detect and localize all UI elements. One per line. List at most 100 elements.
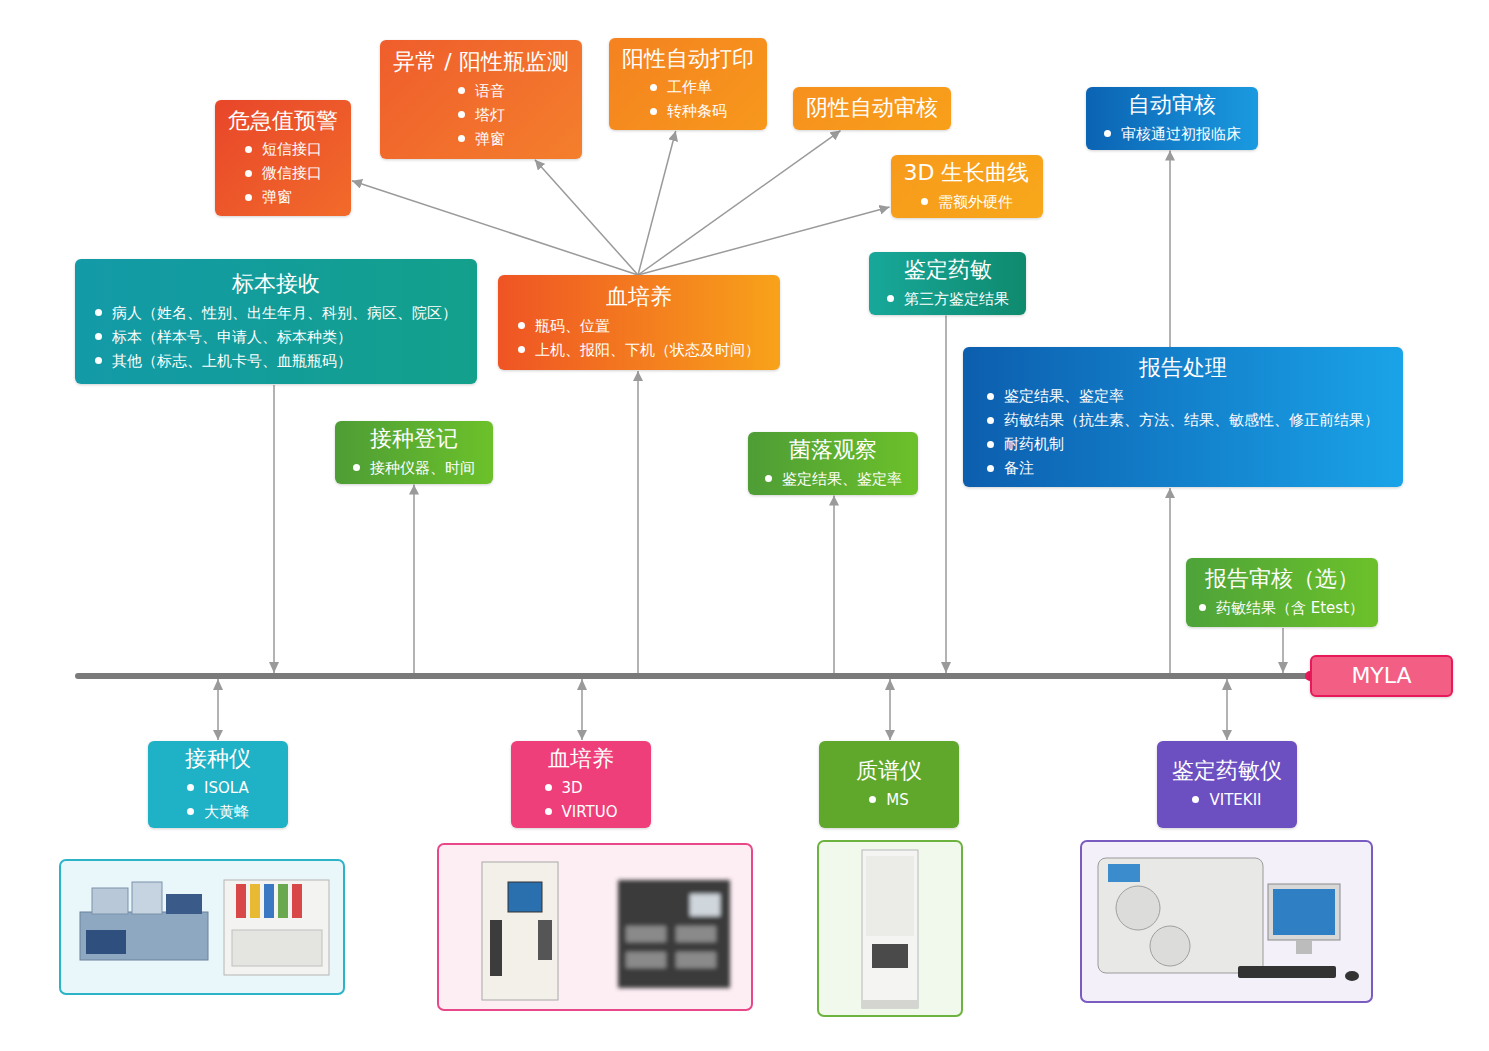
process-box: 报告审核（选）药敏结果（含 Etest） xyxy=(1186,558,1378,627)
culture-rack-body xyxy=(618,880,730,988)
text-group: 鉴定药敏仪VITEKII xyxy=(1172,757,1282,812)
bullet-dot xyxy=(353,464,360,471)
connector xyxy=(1169,151,1171,347)
bullet-dot xyxy=(987,465,994,472)
connector xyxy=(1283,628,1310,676)
bullet-dot xyxy=(765,475,772,482)
bullet-row: 备注 xyxy=(987,456,1034,480)
bullet-row: 弹窗 xyxy=(245,185,292,209)
monitor-stand xyxy=(1296,940,1312,954)
bullet-row: MS xyxy=(869,788,908,812)
box-title: 接种仪 xyxy=(185,745,251,774)
bullet-dot xyxy=(650,108,657,115)
bullet-text: 塔灯 xyxy=(475,103,505,127)
culture-cabinet xyxy=(482,862,558,1000)
bullet-dot xyxy=(545,784,552,791)
bullet-text: VITEKII xyxy=(1209,788,1261,812)
monitor xyxy=(1268,884,1340,940)
bullet-dot xyxy=(987,417,994,424)
box-title: 鉴定药敏 xyxy=(904,256,992,285)
bullet-dot xyxy=(1104,130,1111,137)
tube-rack xyxy=(292,884,302,918)
arrow-head xyxy=(941,662,951,673)
bullet-dot xyxy=(458,111,465,118)
bullet-text: 短信接口 xyxy=(262,137,322,161)
culture-drawer xyxy=(626,952,666,968)
box-title: 报告处理 xyxy=(1139,354,1227,383)
box-title: 异常 / 阳性瓶监测 xyxy=(393,48,568,77)
system-box: MYLA xyxy=(1310,655,1453,697)
bullet-text: 语音 xyxy=(475,79,505,103)
culture-screen xyxy=(508,882,542,912)
bullet-text: 其他（标志、上机卡号、血瓶瓶码） xyxy=(112,349,352,373)
picture-frame xyxy=(1081,841,1372,1002)
arrow-head xyxy=(213,679,223,690)
bullet-dot xyxy=(987,441,994,448)
bullet-dot xyxy=(458,87,465,94)
bullet-row: VIRTUO xyxy=(545,800,618,824)
culture-rack xyxy=(618,880,730,988)
text-group: 质谱仪MS xyxy=(856,757,922,812)
bullet-text: 转种条码 xyxy=(667,99,727,123)
process-box: 菌落观察鉴定结果、鉴定率 xyxy=(748,432,918,495)
process-box: 鉴定药敏第三方鉴定结果 xyxy=(869,252,1026,315)
ms-cabinet xyxy=(862,850,918,1008)
text-group: 危急值预警短信接口微信接口弹窗 xyxy=(228,107,338,210)
bullet-list: 病人（姓名、性别、出生年月、科别、病区、院区）标本（样本号、申请人、标本种类）其… xyxy=(95,301,457,373)
bullet-row: 3D xyxy=(545,776,583,800)
culture-drawer xyxy=(676,926,716,942)
text-group: 鉴定药敏第三方鉴定结果 xyxy=(887,256,1009,311)
bullet-row: 其他（标志、上机卡号、血瓶瓶码） xyxy=(95,349,352,373)
bullet-list: 3DVIRTUO xyxy=(545,776,618,824)
box-title: 标本接收 xyxy=(232,270,320,299)
inoculator-panel xyxy=(232,930,322,966)
bullet-text: 微信接口 xyxy=(262,161,322,185)
box-title: 鉴定药敏仪 xyxy=(1172,757,1282,786)
connector xyxy=(638,207,890,275)
bullet-dot xyxy=(545,808,552,815)
bullet-row: 耐药机制 xyxy=(987,432,1064,456)
alert-box: 阴性自动审核 xyxy=(793,87,951,130)
bullet-row: 药敏结果（含 Etest） xyxy=(1199,596,1364,620)
bullet-list: ISOLA大黄蜂 xyxy=(187,776,249,824)
timeline-bar xyxy=(78,673,1310,679)
bullet-dot xyxy=(887,295,894,302)
ms-base xyxy=(862,1000,918,1008)
vitek-door xyxy=(1150,926,1190,966)
bullet-list: 接种仪器、时间 xyxy=(353,456,475,480)
bullet-row: 鉴定结果、鉴定率 xyxy=(765,467,902,491)
culture-drawer xyxy=(626,926,666,942)
process-box: 接种登记接种仪器、时间 xyxy=(335,421,493,484)
bullet-list: VITEKII xyxy=(1192,788,1261,812)
tube-rack xyxy=(236,884,246,918)
inoculator-module xyxy=(166,894,202,914)
keyboard xyxy=(1238,966,1336,978)
bullet-dot xyxy=(1199,604,1206,611)
culture-slot xyxy=(538,920,552,960)
picture-frame xyxy=(818,841,962,1016)
monitor-screen xyxy=(1273,889,1335,935)
culture-door xyxy=(490,920,502,976)
bullet-row: ISOLA xyxy=(187,776,249,800)
text-group: 异常 / 阳性瓶监测语音塔灯弹窗 xyxy=(393,48,568,151)
bullet-dot xyxy=(95,309,102,316)
tube-rack xyxy=(250,884,260,918)
inoculator-body xyxy=(224,880,329,975)
alert-box: 3D 生长曲线需额外硬件 xyxy=(891,155,1043,218)
bullet-dot xyxy=(518,346,525,353)
bullet-list: 工作单转种条码 xyxy=(650,75,727,123)
bullet-text: 审核通过初报临床 xyxy=(1121,122,1241,146)
bullet-row: VITEKII xyxy=(1192,788,1261,812)
bullet-text: 备注 xyxy=(1004,456,1034,480)
connector xyxy=(638,131,841,275)
text-group: 接种仪ISOLA大黄蜂 xyxy=(185,745,251,824)
bullet-text: 鉴定结果、鉴定率 xyxy=(1004,384,1124,408)
process-box: 报告处理鉴定结果、鉴定率药敏结果（抗生素、方法、结果、敏感性、修正前结果）耐药机… xyxy=(963,347,1403,487)
bullet-dot xyxy=(921,198,928,205)
bullet-text: 接种仪器、时间 xyxy=(370,456,475,480)
bullet-text: 标本（样本号、申请人、标本种类） xyxy=(112,325,352,349)
bullet-list: 瓶码、位置上机、报阳、下机（状态及时间） xyxy=(518,314,760,362)
bullet-dot xyxy=(187,784,194,791)
ms-slot xyxy=(872,944,908,968)
bullet-text: 鉴定结果、鉴定率 xyxy=(782,467,902,491)
